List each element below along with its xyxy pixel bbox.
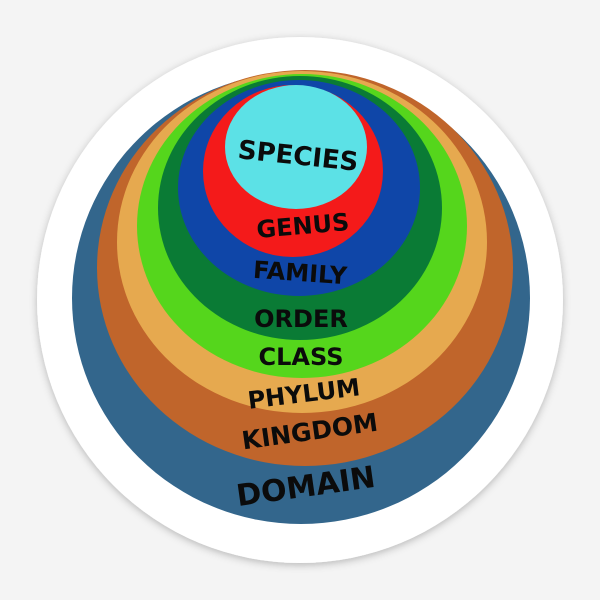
label-family: FAMILY: [252, 256, 348, 291]
ring-species: [225, 85, 367, 209]
label-order: ORDER: [254, 305, 348, 333]
label-class: CLASS: [259, 343, 344, 371]
